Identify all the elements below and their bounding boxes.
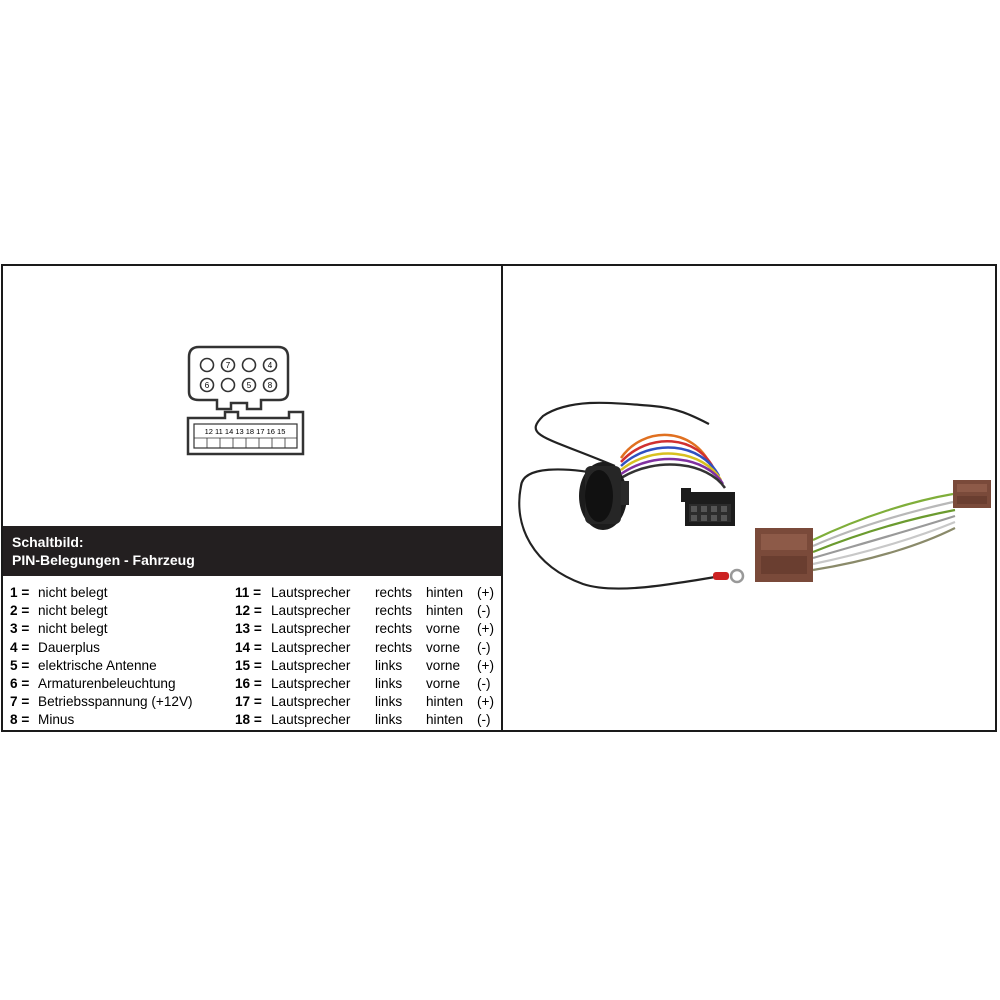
pin-circle-6 xyxy=(199,377,215,393)
pin-number: 5 = xyxy=(10,657,30,673)
pin-number: 7 = xyxy=(10,694,30,710)
pin-number: 14 = xyxy=(235,639,262,655)
pin-label-7: 7 xyxy=(226,361,231,370)
pin-number: 16 = xyxy=(235,675,262,691)
pin-description: Lautsprecher xyxy=(271,675,351,691)
upper-wire-loop xyxy=(534,401,710,468)
panel-divider xyxy=(501,266,503,730)
pin-side: links xyxy=(375,675,403,691)
pin-description: Betriebsspannung (+12V) xyxy=(38,694,193,710)
pin-side: rechts xyxy=(375,603,413,619)
pin-number: 18 = xyxy=(235,712,262,728)
pin-polarity: (-) xyxy=(477,603,491,619)
pin-description: Lautsprecher xyxy=(271,585,351,600)
pin-description: Lautsprecher xyxy=(271,657,351,673)
pin-description: nicht belegt xyxy=(38,603,108,619)
speaker-connector-outline xyxy=(186,410,305,456)
pin-side: rechts xyxy=(375,639,413,655)
pin-circle-5 xyxy=(241,377,257,393)
pin-circle-empty xyxy=(241,357,257,373)
pin-number: 4 = xyxy=(10,639,30,655)
speaker-pin-labels: 12 11 14 13 18 17 16 15 xyxy=(205,427,286,436)
round-connector-outline xyxy=(187,345,290,411)
pin-polarity: (-) xyxy=(477,639,491,655)
pin-position: vorne xyxy=(426,621,461,637)
pin-description: Lautsprecher xyxy=(271,639,351,655)
pin-number: 8 = xyxy=(10,712,30,728)
pin-number: 12 = xyxy=(235,603,262,619)
pin-position: vorne xyxy=(426,675,461,691)
pin-description: Armaturenbeleuchtung xyxy=(38,675,176,691)
pin-polarity: (+) xyxy=(477,694,494,710)
pin-number: 17 = xyxy=(235,694,262,710)
pin-circle-empty xyxy=(220,377,236,393)
adapter-info-panel: 7 4 6 5 8 12 11 14 13 18 17 16 15 Schalt… xyxy=(1,264,997,732)
pin-side: links xyxy=(375,712,403,728)
pin-label-6: 6 xyxy=(205,381,210,390)
pin-side: links xyxy=(375,657,403,673)
pin-position: hinten xyxy=(426,712,464,728)
pin-side: rechts xyxy=(375,621,413,637)
speaker-wire-bundle xyxy=(812,492,956,572)
pin-description: elektrische Antenne xyxy=(38,657,157,673)
pin-number: 13 = xyxy=(235,621,262,637)
brown-speaker-plug-left xyxy=(755,528,813,582)
connector-pin-diagram: 7 4 6 5 8 12 11 14 13 18 17 16 15 xyxy=(186,345,305,456)
pin-number: 11 = xyxy=(235,585,262,600)
pin-number: 1 = xyxy=(10,585,30,600)
pin-circle-7 xyxy=(220,357,236,373)
pin-label-5: 5 xyxy=(247,381,252,390)
pin-description: Lautsprecher xyxy=(271,603,351,619)
iso-radio-plug xyxy=(681,488,735,526)
pin-description: nicht belegt xyxy=(38,621,108,637)
adapter-cable-illustration xyxy=(518,401,991,590)
pin-position: hinten xyxy=(426,585,464,600)
pin-description: Dauerplus xyxy=(38,639,100,655)
pin-label-8: 8 xyxy=(268,381,273,390)
pin-circle-empty xyxy=(199,357,215,373)
pin-position: vorne xyxy=(426,657,461,673)
pin-polarity: (+) xyxy=(477,657,494,673)
round-vehicle-plug xyxy=(579,462,629,530)
pin-circle-4 xyxy=(262,357,278,373)
colored-wire-bundle xyxy=(619,433,727,489)
pin-description: Lautsprecher xyxy=(271,712,351,728)
pin-position: hinten xyxy=(426,603,464,619)
pin-description: nicht belegt xyxy=(38,585,108,600)
pin-position: vorne xyxy=(426,639,461,655)
schematic-title: Schaltbild: xyxy=(12,534,84,550)
pin-position: hinten xyxy=(426,694,464,710)
pin-number: 2 = xyxy=(10,603,30,619)
pin-side: rechts xyxy=(375,585,413,600)
schematic-subtitle: PIN-Belegungen - Fahrzeug xyxy=(12,552,195,568)
pin-polarity: (-) xyxy=(477,712,491,728)
pin-polarity: (-) xyxy=(477,675,491,691)
pin-description: Lautsprecher xyxy=(271,621,351,637)
pin-side: links xyxy=(375,694,403,710)
pin-description: Minus xyxy=(38,712,75,728)
pin-label-4: 4 xyxy=(268,361,273,370)
pin-polarity: (+) xyxy=(477,585,494,600)
ring-terminal xyxy=(713,568,745,584)
pin-polarity: (+) xyxy=(477,621,494,637)
brown-speaker-plug-right xyxy=(953,480,991,508)
pin-description: Lautsprecher xyxy=(271,694,351,710)
pin-number: 15 = xyxy=(235,657,262,673)
ground-wire xyxy=(518,468,722,590)
pin-number: 3 = xyxy=(10,621,30,637)
pin-circle-8 xyxy=(262,377,278,393)
schematic-heading: Schaltbild: PIN-Belegungen - Fahrzeug xyxy=(3,526,501,576)
pin-number: 6 = xyxy=(10,675,30,691)
